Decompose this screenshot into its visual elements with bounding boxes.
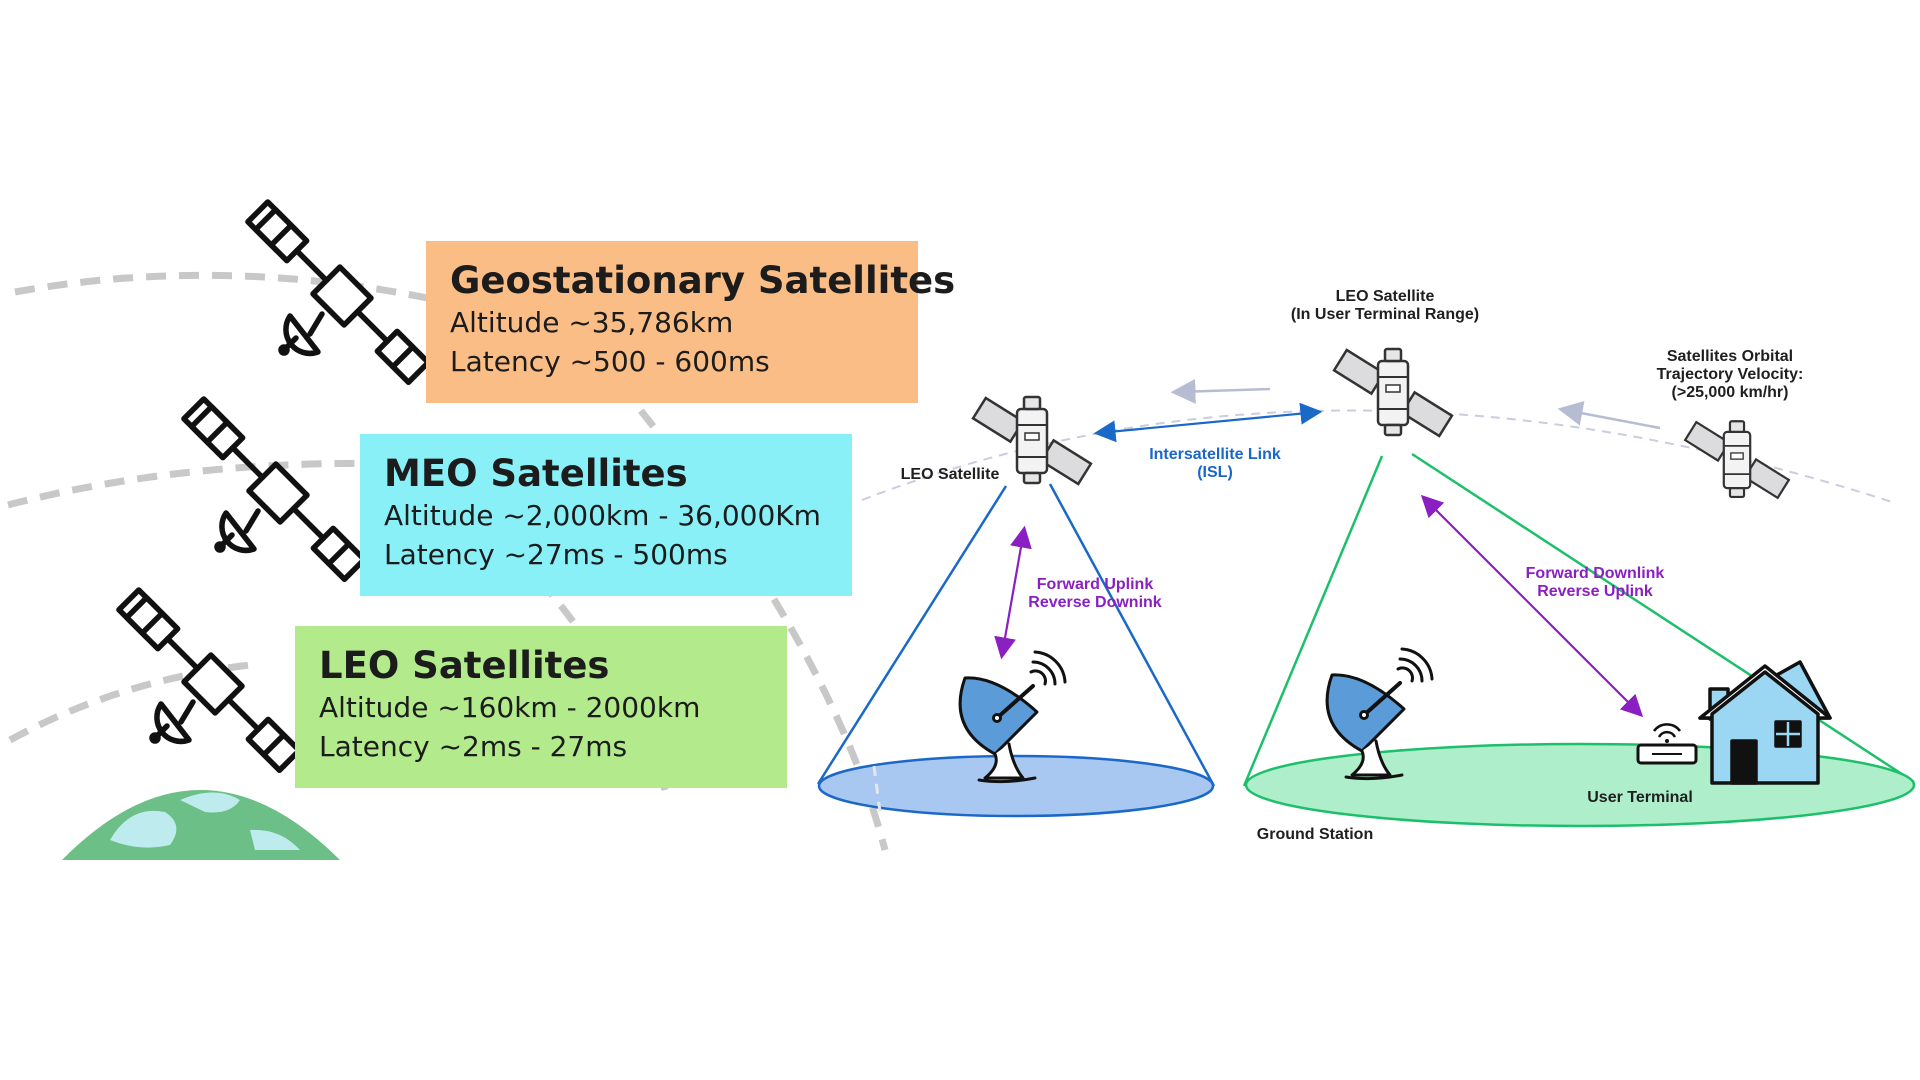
meo-info-box: MEO Satellites Altitude ~2,000km - 36,00… [360, 434, 852, 596]
leo-satellite-label: LEO Satellite [900, 466, 1000, 483]
meo-latency: Latency ~27ms - 500ms [384, 538, 728, 571]
uplink-arrow [994, 525, 1032, 660]
beam-green-left-edge [1242, 455, 1384, 787]
geo-title: Geostationary Satellites [450, 259, 956, 302]
leo-info-box: LEO Satellites Altitude ~160km - 2000km … [295, 626, 787, 788]
beam-blue-right-edge [1048, 483, 1216, 787]
meo-title: MEO Satellites [384, 452, 688, 495]
isl-arrow [1093, 402, 1323, 443]
router-icon [1636, 723, 1698, 765]
ground-station-label: Ground Station [1256, 826, 1374, 843]
user-terminal-label: User Terminal [1587, 789, 1693, 806]
leo-satellite-in-range-icon [1332, 347, 1454, 438]
leo-title: LEO Satellites [319, 644, 610, 687]
earth-icon [62, 790, 340, 860]
leo-in-range-label: LEO Satellite (In User Terminal Range) [1290, 288, 1480, 323]
leo-latency: Latency ~2ms - 27ms [319, 730, 628, 763]
beam-blue-left-edge [816, 485, 1008, 785]
coverage-area-blue [817, 754, 1215, 818]
geo-altitude: Altitude ~35,786km [450, 306, 734, 339]
geo-latency: Latency ~500 - 600ms [450, 345, 770, 378]
uplink-label: Forward Uplink Reverse Downink [1028, 576, 1162, 611]
orbit-motion-arrow [1170, 378, 1271, 404]
meo-altitude: Altitude ~2,000km - 36,000Km [384, 499, 821, 532]
downlink-label: Forward Downlink Reverse Uplink [1525, 565, 1665, 600]
orbit-motion-arrow [1557, 400, 1661, 430]
orbital-velocity-label: Satellites Orbital Trajectory Velocity: … [1656, 348, 1804, 401]
isl-label: Intersatellite Link (ISL) [1149, 446, 1281, 481]
downlink-arrow [1420, 494, 1644, 718]
house-icon [1698, 660, 1832, 785]
leo-orbit-crossing [872, 765, 882, 813]
leo-altitude: Altitude ~160km - 2000km [319, 691, 701, 724]
geo-info-box: Geostationary Satellites Altitude ~35,78… [426, 241, 956, 403]
orbiting-satellite-icon [1684, 420, 1790, 499]
